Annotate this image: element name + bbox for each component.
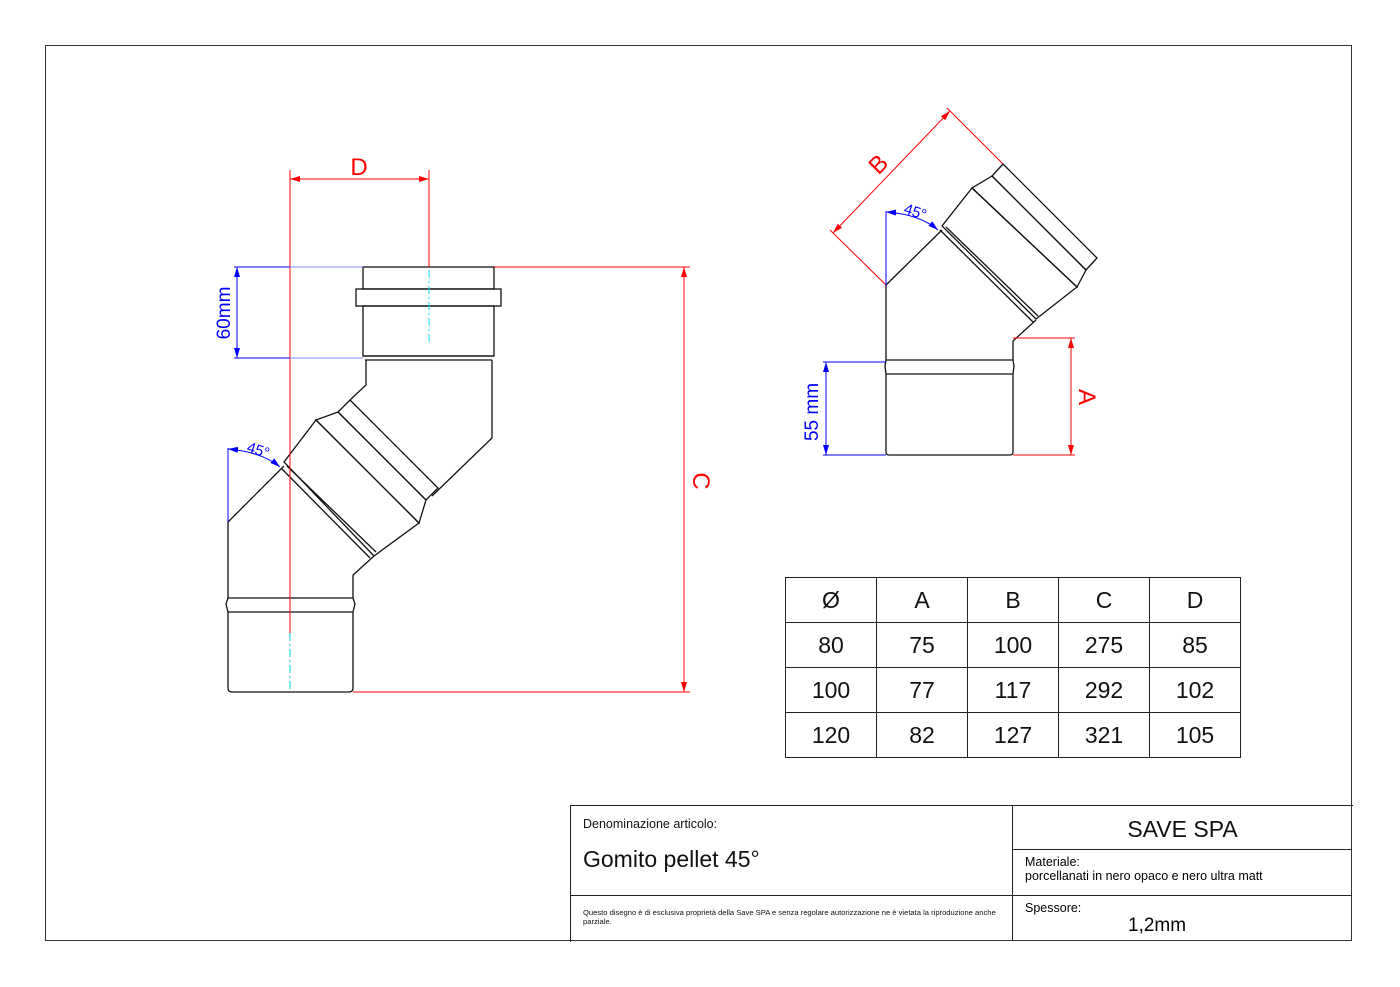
side-view bbox=[225, 266, 502, 693]
header-d: D bbox=[1149, 577, 1241, 623]
table-row: 80 75 100 275 85 bbox=[785, 622, 1241, 668]
header-c: C bbox=[1058, 577, 1150, 623]
cell: 117 bbox=[967, 667, 1059, 713]
thickness-value: 1,2mm bbox=[1128, 915, 1187, 936]
title-block: Denominazione articolo: Gomito pellet 45… bbox=[570, 805, 1353, 942]
material-value: porcellanati in nero opaco e nero ultra … bbox=[1025, 869, 1263, 883]
table-row: 120 82 127 321 105 bbox=[785, 712, 1241, 758]
angle-45-side bbox=[227, 446, 281, 522]
header-a: A bbox=[876, 577, 968, 623]
angle-45-side-label: 45° bbox=[245, 439, 272, 462]
dimensions-table: Ø A B C D 80 75 100 275 85 100 77 117 29… bbox=[785, 577, 1241, 758]
dimension-c-label: C bbox=[687, 472, 714, 489]
cell: 105 bbox=[1149, 712, 1241, 758]
cell: 75 bbox=[876, 622, 968, 668]
title-block-right: SAVE SPA Materiale: porcellanati in nero… bbox=[1013, 806, 1352, 941]
side-centerlines bbox=[289, 270, 430, 692]
cell: 120 bbox=[785, 712, 877, 758]
header-b: B bbox=[967, 577, 1059, 623]
cell: 102 bbox=[1149, 667, 1241, 713]
cell: 100 bbox=[967, 622, 1059, 668]
dimension-b-label: B bbox=[863, 149, 893, 179]
article-label: Denominazione articolo: bbox=[583, 817, 718, 831]
table-row: 100 77 117 292 102 bbox=[785, 667, 1241, 713]
cell: 82 bbox=[876, 712, 968, 758]
article-section: Denominazione articolo: Gomito pellet 45… bbox=[571, 806, 1012, 896]
thickness-label: Spessore: bbox=[1025, 901, 1082, 915]
cell: 275 bbox=[1058, 622, 1150, 668]
socket-length-55mm-label: 55 mm bbox=[802, 383, 823, 441]
dimension-60mm bbox=[234, 266, 363, 359]
material-label: Materiale: bbox=[1025, 855, 1080, 869]
header-diameter: Ø bbox=[785, 577, 877, 623]
dimension-a bbox=[1013, 337, 1075, 456]
cell: 292 bbox=[1058, 667, 1150, 713]
dimension-55mm bbox=[823, 361, 886, 456]
drawing-frame bbox=[45, 45, 1352, 941]
cell: 77 bbox=[876, 667, 968, 713]
cell: 321 bbox=[1058, 712, 1150, 758]
dimension-a-label: A bbox=[1073, 389, 1100, 405]
dimension-b bbox=[829, 107, 1004, 286]
cell: 85 bbox=[1149, 622, 1241, 668]
title-block-left: Denominazione articolo: Gomito pellet 45… bbox=[571, 806, 1013, 941]
thickness-section: Spessore: 1,2mm bbox=[1013, 896, 1352, 941]
table-header-row: Ø A B C D bbox=[785, 577, 1241, 623]
disclaimer-text: Questo disegno è di esclusiva proprietà … bbox=[583, 908, 996, 926]
dimension-d-label: D bbox=[350, 154, 367, 181]
material-section: Materiale: porcellanati in nero opaco e … bbox=[1013, 850, 1352, 896]
company-name: SAVE SPA bbox=[1013, 806, 1352, 850]
cell: 127 bbox=[967, 712, 1059, 758]
dimension-d bbox=[289, 170, 430, 633]
socket-length-60mm-label: 60mm bbox=[214, 287, 235, 340]
angle-45-front bbox=[885, 209, 939, 285]
cell: 100 bbox=[785, 667, 877, 713]
dimension-c bbox=[353, 266, 690, 693]
article-name: Gomito pellet 45° bbox=[583, 846, 760, 872]
cell: 80 bbox=[785, 622, 877, 668]
angle-45-front-label: 45° bbox=[902, 201, 929, 224]
